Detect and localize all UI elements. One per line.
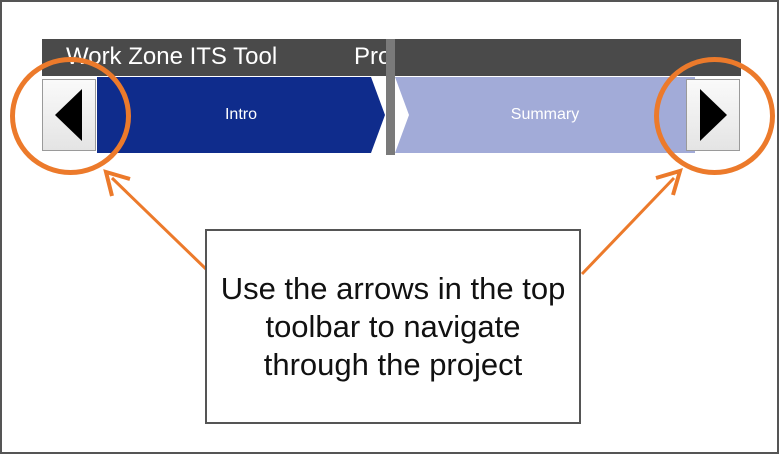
previous-button[interactable] xyxy=(42,79,96,151)
triangle-right-icon xyxy=(700,89,727,141)
tab-summary-label: Summary xyxy=(510,106,580,123)
triangle-left-icon xyxy=(55,89,82,141)
callout-arrow-left xyxy=(110,176,209,272)
app-title: Work Zone ITS Tool xyxy=(66,43,278,70)
next-button[interactable] xyxy=(686,79,740,151)
instruction-callout: Use the arrows in the top toolbar to nav… xyxy=(205,229,581,424)
tab-intro-label: Intro xyxy=(224,106,257,123)
toolbar-truncated-title: Pro xyxy=(354,43,392,70)
toolbar-divider xyxy=(386,39,395,155)
arrowhead-left-icon xyxy=(103,169,131,197)
arrowhead-right-icon xyxy=(655,168,683,196)
callout-arrow-right xyxy=(580,176,676,276)
callout-text: Use the arrows in the top toolbar to nav… xyxy=(220,270,566,382)
tab-intro[interactable]: Intro xyxy=(97,77,385,153)
tab-summary[interactable]: Summary xyxy=(395,77,695,153)
